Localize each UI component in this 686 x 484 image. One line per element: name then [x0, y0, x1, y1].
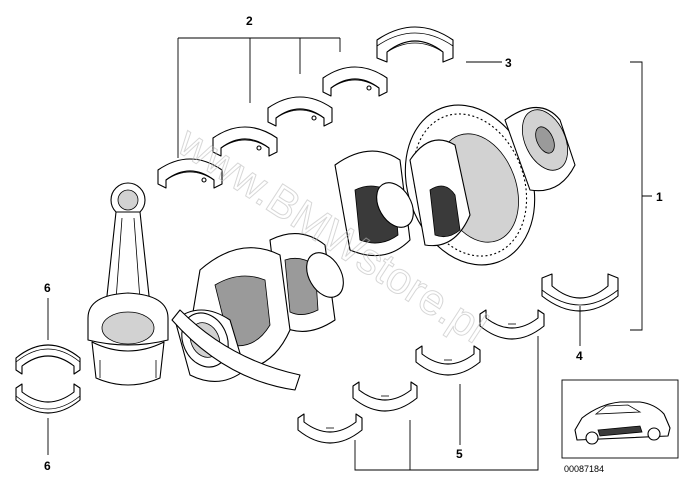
lower-bearing-shell-1 — [297, 413, 363, 444]
callout-2: 2 — [246, 14, 253, 28]
callout-6-top: 6 — [44, 281, 51, 295]
thrust-bearing-shell — [376, 26, 454, 63]
upper-bearing-shell-1 — [157, 158, 223, 189]
upper-bearing-shells — [157, 26, 454, 189]
diagram-number: 00087184 — [564, 464, 604, 474]
crank-web-rear-shadow — [429, 185, 461, 238]
lower-bearing-shell-2 — [352, 381, 418, 412]
conrod-bearing-shell-lower — [15, 383, 81, 414]
crankpin-1 — [376, 182, 414, 228]
leader-lines — [47, 37, 652, 471]
callout-6-bottom: 6 — [44, 459, 51, 473]
crankshaft — [171, 104, 576, 391]
upper-bearing-shell-4 — [322, 66, 388, 97]
lower-thrust-bearing-shell — [541, 273, 619, 312]
conrod-bearing-shell-upper — [15, 344, 81, 375]
lower-bearing-shell-4 — [479, 309, 545, 340]
upper-bearing-shell-2 — [212, 126, 278, 157]
callout-3: 3 — [505, 56, 512, 70]
callout-4: 4 — [576, 349, 583, 363]
connecting-rod — [87, 182, 169, 386]
rear-journal — [504, 107, 576, 192]
crankpin-2 — [306, 252, 344, 298]
upper-bearing-shell-3 — [267, 96, 333, 127]
lower-bearing-shells — [297, 273, 619, 444]
lower-bearing-shell-3 — [415, 345, 481, 376]
front-web-sweep — [171, 309, 301, 391]
callout-1: 1 — [656, 190, 663, 204]
callout-5: 5 — [456, 447, 463, 461]
car-icon — [574, 401, 671, 445]
vehicle-thumbnail: 00087184 — [561, 379, 679, 474]
